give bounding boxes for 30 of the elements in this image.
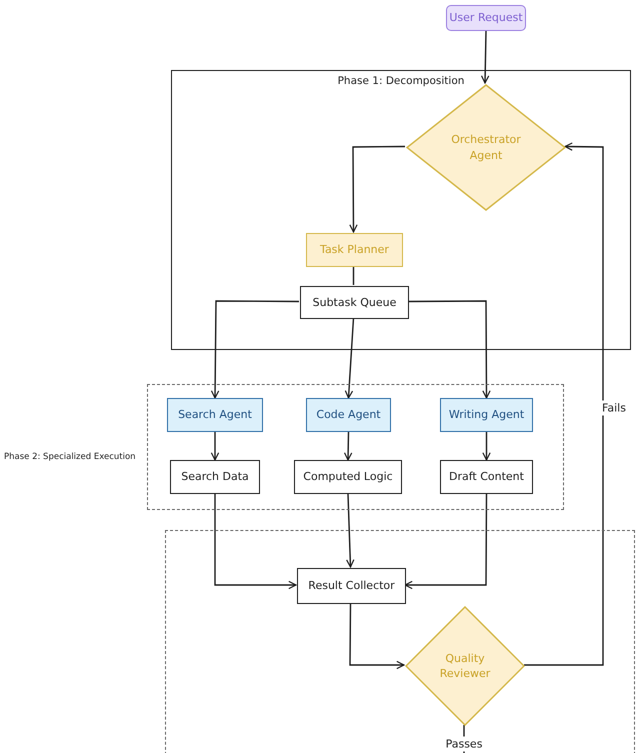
arrow [482, 432, 491, 461]
arrow [524, 142, 604, 666]
group-title: Phase 1: Decomposition [336, 75, 466, 87]
arrow [344, 318, 354, 399]
process-box: Computed Logic [294, 460, 402, 494]
request-box: User Request [446, 5, 526, 31]
arrow [214, 494, 297, 590]
process-box: Search Data [170, 460, 260, 494]
arrow [210, 432, 220, 461]
process-box: Task Planner [306, 233, 403, 267]
process-box: Result Collector [297, 568, 406, 604]
arrow [210, 300, 299, 399]
process-box: Draft Content [440, 460, 533, 494]
decision-diamond: Quality Reviewer [405, 606, 525, 726]
agent-box: Search Agent [167, 398, 263, 432]
arrow [346, 494, 354, 568]
edge-label: Fails [600, 400, 628, 416]
agent-box: Writing Agent [440, 398, 533, 432]
arrow [349, 146, 405, 233]
phase-frame [171, 70, 631, 350]
process-box: Subtask Queue [300, 286, 409, 319]
arrow [344, 432, 352, 461]
agent-box: Code Agent [306, 398, 391, 432]
arrow [408, 300, 491, 399]
arrow [404, 494, 488, 590]
group-title: Phase 2: Specialized Execution [4, 452, 136, 462]
arrow [349, 603, 405, 670]
dashed-group-frame [165, 530, 635, 753]
edge-label: Passes [444, 736, 484, 752]
arrow [480, 30, 490, 84]
